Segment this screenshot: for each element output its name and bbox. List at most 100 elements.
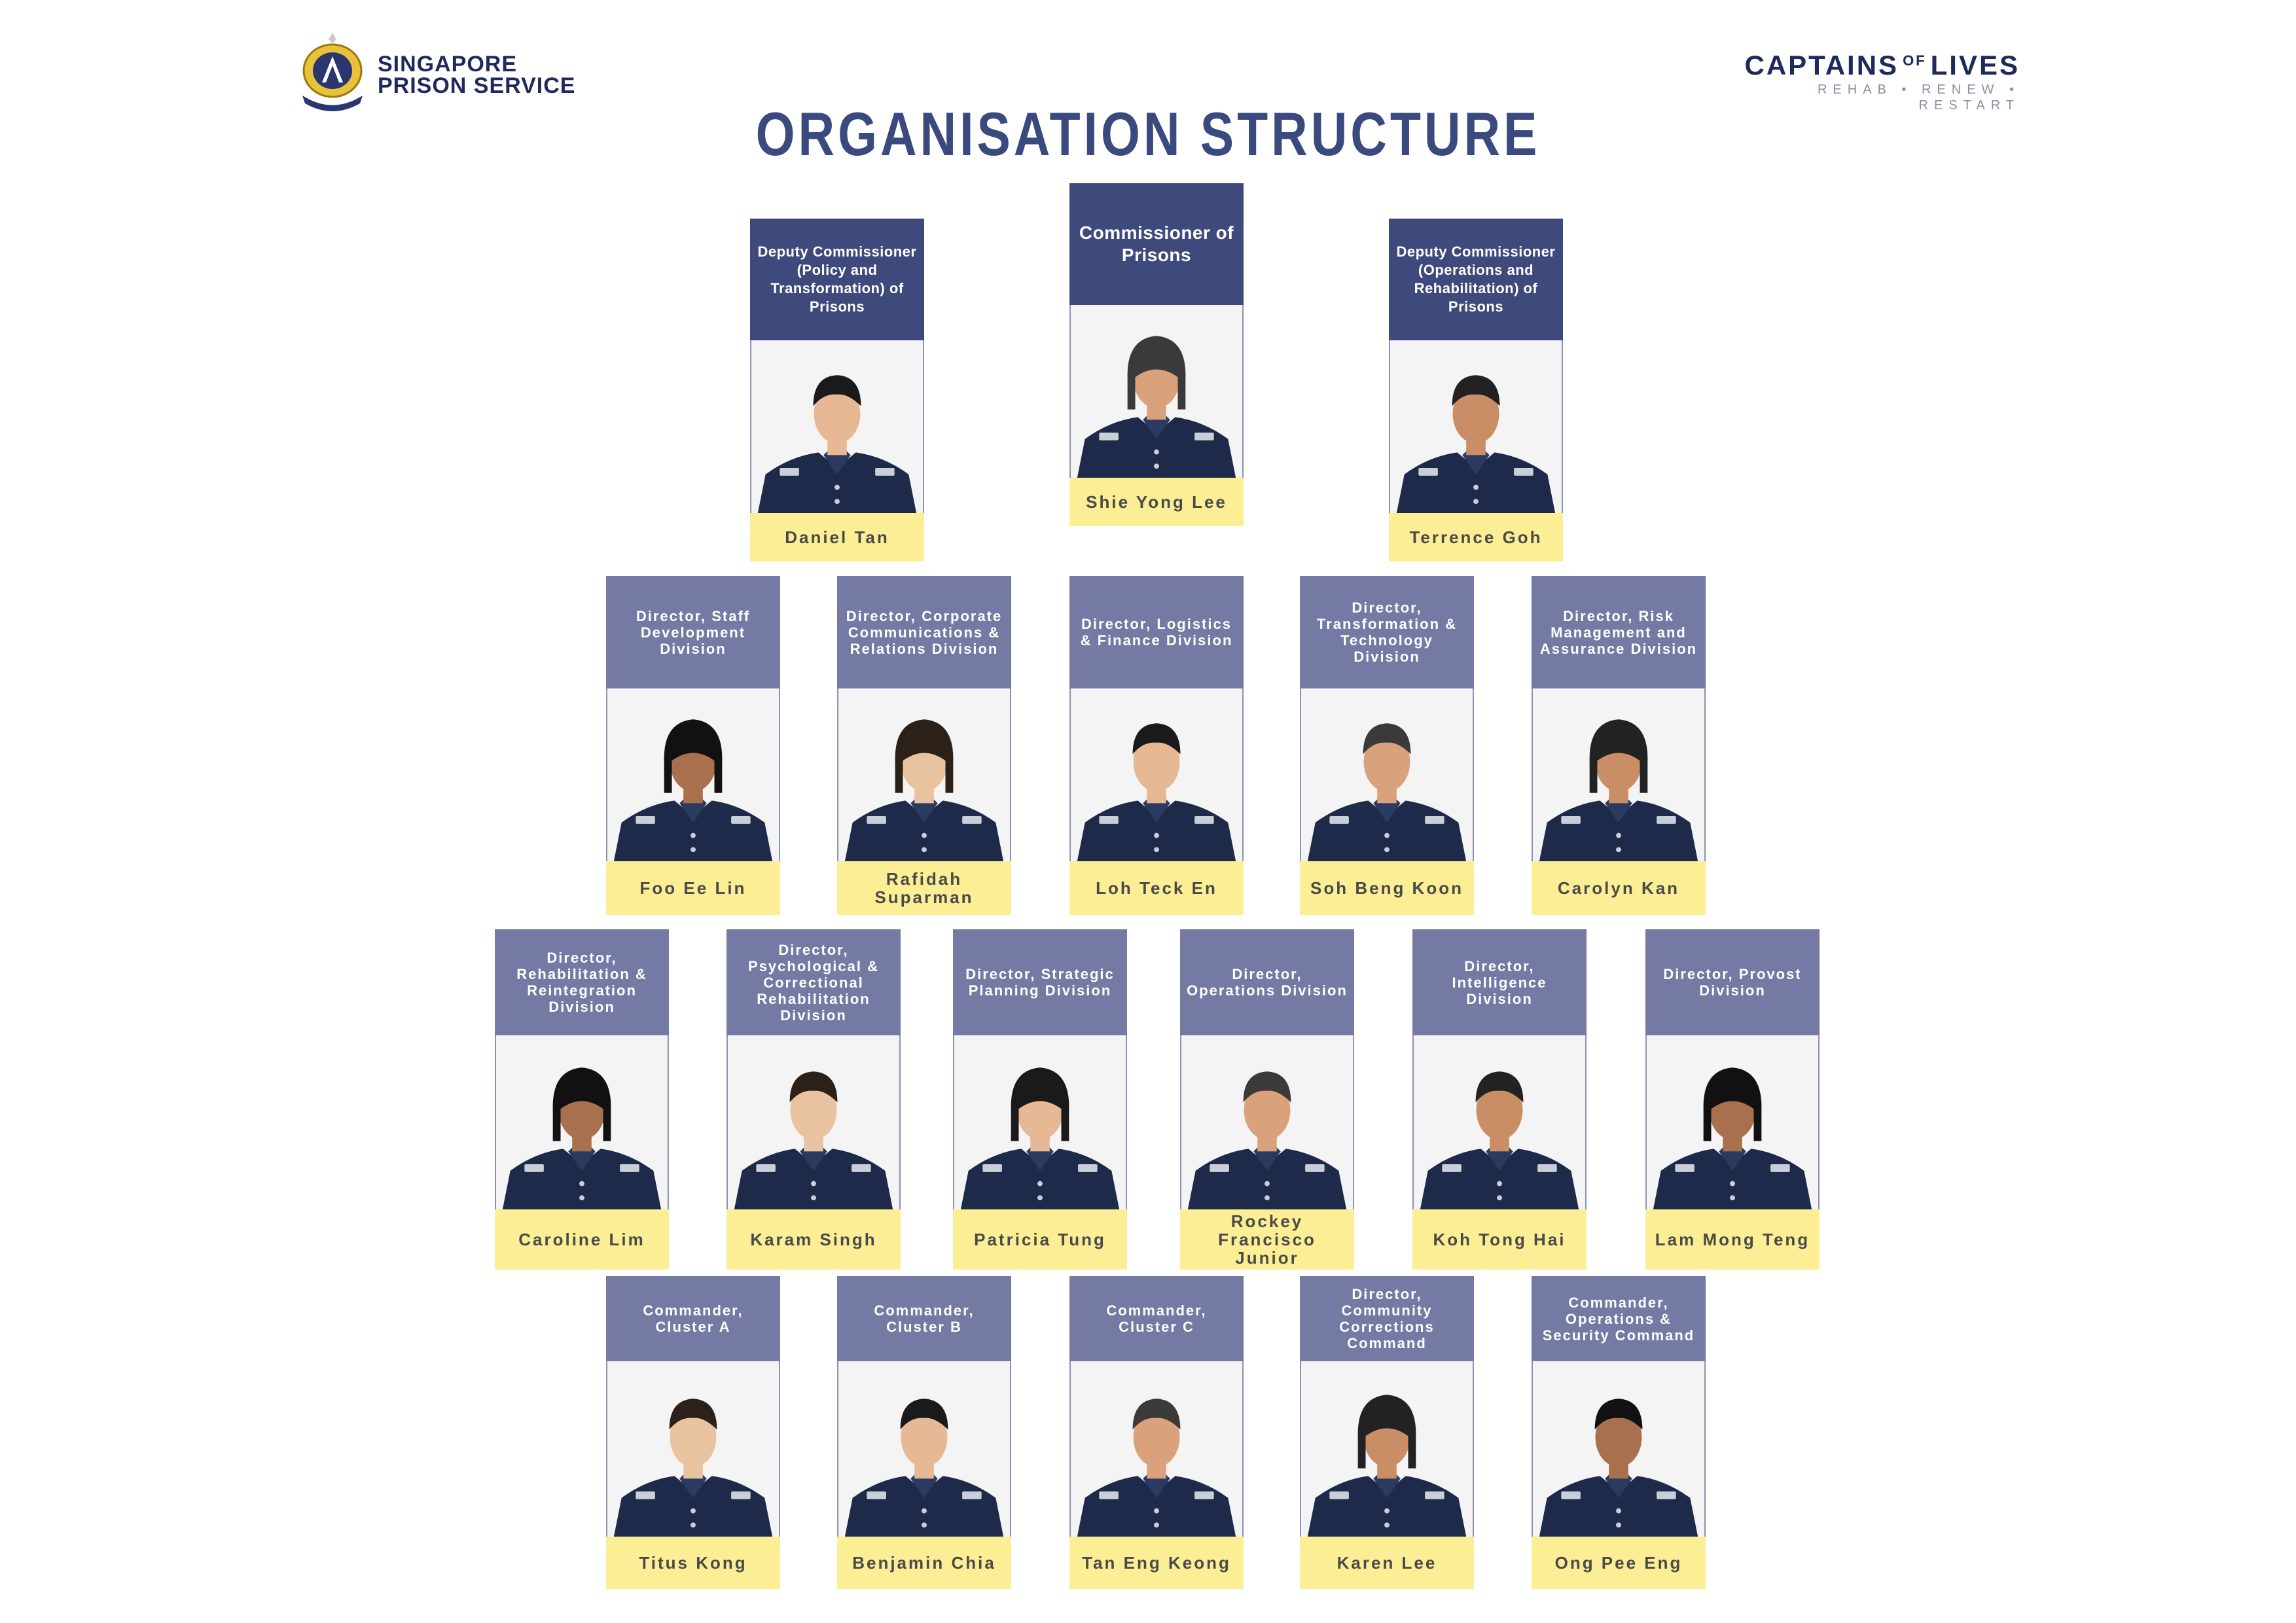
person-name: Daniel Tan (750, 513, 924, 562)
portrait (837, 1361, 1011, 1537)
org-name-line1: SINGAPORE (378, 52, 518, 77)
position-title: Commander, Cluster B (837, 1276, 1011, 1361)
portrait-photo (751, 342, 923, 513)
position-title: Commander, Operations & Security Command (1532, 1276, 1706, 1361)
brand-captains: CAPTAINS (1744, 50, 1899, 80)
person-name: Ong Pee Eng (1532, 1537, 1706, 1589)
page-title: ORGANISATION STRUCTURE (755, 99, 1541, 168)
person-name: Karen Lee (1300, 1537, 1474, 1589)
portrait (1069, 305, 1244, 478)
org-card-cluster-c: Commander, Cluster C Tan Eng Keong (1069, 1276, 1244, 1589)
portrait-photo (838, 690, 1010, 861)
portrait-photo (1301, 690, 1473, 861)
org-name: SINGAPORE PRISON SERVICE (378, 52, 576, 98)
person-name: Soh Beng Koon (1300, 861, 1474, 915)
portrait-photo (728, 1038, 899, 1209)
person-name: Lam Mong Teng (1645, 1209, 1820, 1270)
portrait-photo (1181, 1038, 1353, 1209)
position-title: Director, Intelligence Division (1412, 929, 1587, 1035)
position-title: Director, Staff Development Division (606, 576, 780, 688)
position-title: Director, Community Corrections Command (1300, 1276, 1474, 1361)
portrait-photo (1647, 1038, 1818, 1209)
portrait (837, 688, 1011, 861)
org-card-rehab: Director, Rehabilitation & Reintegration… (495, 929, 669, 1270)
portrait-photo (1071, 1365, 1242, 1537)
portrait (1069, 1361, 1244, 1537)
brand-tagline: REHAB • RENEW • RESTART (1817, 82, 2020, 113)
person-name: Loh Teck En (1069, 861, 1244, 915)
position-title: Director, Risk Management and Assurance … (1532, 576, 1706, 688)
portrait-photo (1071, 306, 1242, 478)
person-name: Titus Kong (606, 1537, 780, 1589)
brand-lives: LIVES (1930, 50, 2020, 80)
portrait-photo (607, 1365, 779, 1537)
portrait-photo (496, 1038, 668, 1209)
person-name: Caroline Lim (495, 1209, 669, 1270)
portrait-photo (1390, 342, 1562, 513)
portrait (1300, 688, 1474, 861)
portrait (953, 1035, 1127, 1209)
org-card-cluster-b: Commander, Cluster B Benjamin Chia (837, 1276, 1011, 1589)
org-card-psych: Director, Psychological & Correctional R… (726, 929, 901, 1270)
position-title: Director, Corporate Communications & Rel… (837, 576, 1011, 688)
org-name-line2: PRISON SERVICE (378, 73, 576, 98)
portrait (1389, 340, 1563, 513)
portrait-photo (1414, 1038, 1585, 1209)
person-name: Patricia Tung (953, 1209, 1127, 1270)
portrait (606, 688, 780, 861)
portrait (1300, 1361, 1474, 1537)
position-title: Director, Strategic Planning Division (953, 929, 1127, 1035)
sps-logo: SINGAPORE PRISON SERVICE (296, 30, 597, 115)
portrait-photo (1533, 1365, 1704, 1537)
person-name: Carolyn Kan (1532, 861, 1706, 915)
position-title: Deputy Commissioner (Operations and Reha… (1389, 219, 1563, 340)
position-title: Commissioner of Prisons (1069, 183, 1244, 305)
person-name: Tan Eng Keong (1069, 1537, 1244, 1589)
portrait (750, 340, 924, 513)
position-title: Commander, Cluster C (1069, 1276, 1244, 1361)
person-name: Benjamin Chia (837, 1537, 1011, 1589)
portrait (1069, 688, 1244, 861)
person-name: Shie Yong Lee (1069, 478, 1244, 526)
position-title: Director, Operations Division (1180, 929, 1354, 1035)
portrait (726, 1035, 901, 1209)
portrait (1645, 1035, 1820, 1209)
portrait-photo (1301, 1365, 1473, 1537)
crest-icon (302, 33, 363, 111)
person-name: Rafidah Suparman (837, 861, 1011, 915)
portrait-photo (838, 1365, 1010, 1537)
position-title: Director, Provost Division (1645, 929, 1820, 1035)
portrait (606, 1361, 780, 1537)
portrait-photo (954, 1038, 1126, 1209)
portrait-photo (607, 690, 779, 861)
portrait (1532, 1361, 1706, 1537)
org-card-transformation: Director, Transformation & Technology Di… (1300, 576, 1474, 915)
portrait (1532, 688, 1706, 861)
position-title: Director, Transformation & Technology Di… (1300, 576, 1474, 688)
person-name: Terrence Goh (1389, 513, 1563, 562)
position-title: Director, Psychological & Correctional R… (726, 929, 901, 1035)
org-card-risk: Director, Risk Management and Assurance … (1532, 576, 1706, 915)
person-name: Koh Tong Hai (1412, 1209, 1587, 1270)
position-title: Commander, Cluster A (606, 1276, 780, 1361)
org-card-corp-comms: Director, Corporate Communications & Rel… (837, 576, 1011, 915)
org-card-cluster-a: Commander, Cluster A Titus Kong (606, 1276, 780, 1589)
person-name: Rockey Francisco Junior (1180, 1209, 1354, 1270)
person-name: Foo Ee Lin (606, 861, 780, 915)
portrait (495, 1035, 669, 1209)
position-title: Deputy Commissioner (Policy and Transfor… (750, 219, 924, 340)
org-card-dc-policy: Deputy Commissioner (Policy and Transfor… (750, 219, 924, 562)
person-name: Karam Singh (726, 1209, 901, 1270)
portrait (1180, 1035, 1354, 1209)
portrait-photo (1533, 690, 1704, 861)
